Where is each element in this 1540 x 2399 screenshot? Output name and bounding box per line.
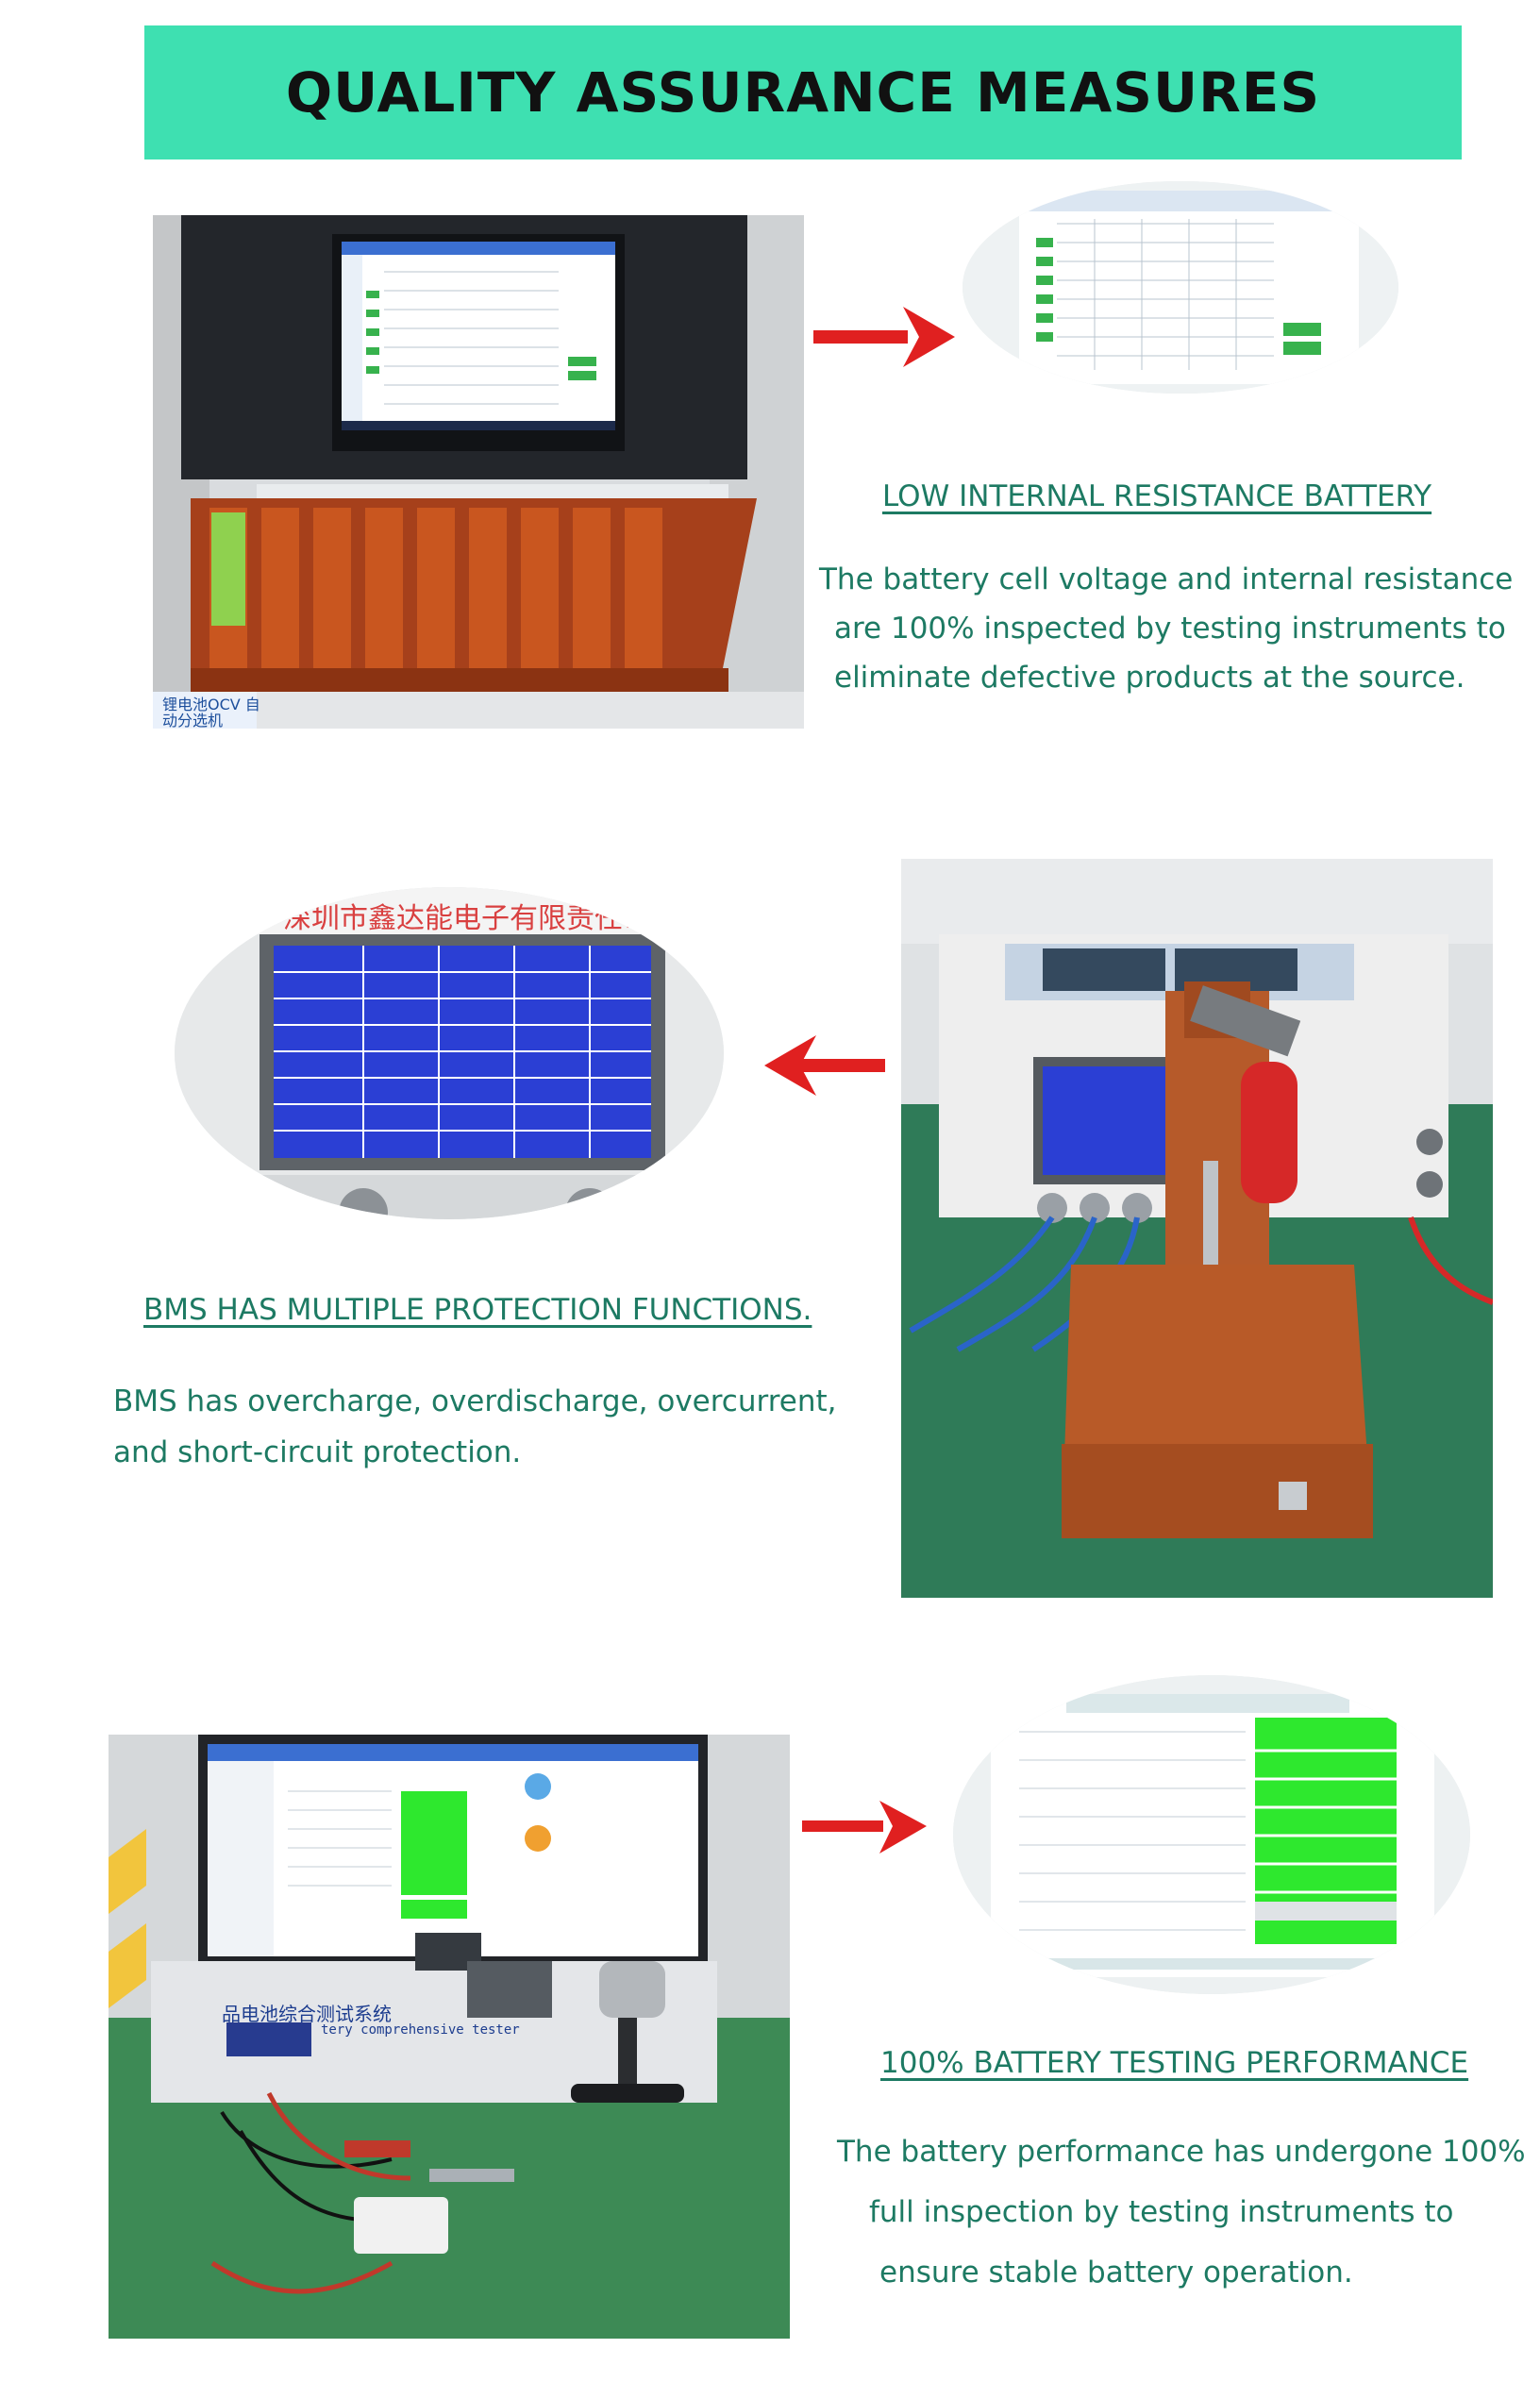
section1-line-2: are 100% inspected by testing instrument…: [834, 612, 1506, 646]
section3-line-1: The battery performance has undergone 10…: [837, 2135, 1526, 2169]
arrow-right-icon: [813, 302, 955, 372]
arrow-right-icon: [802, 1798, 927, 1856]
section1-description: The battery cell voltage and internal re…: [819, 555, 1513, 702]
machine-label: 锂电池OCV 自动分选机: [162, 696, 260, 729]
section1-line-1: The battery cell voltage and internal re…: [819, 562, 1514, 596]
section2-line-1: BMS has overcharge, overdischarge, overc…: [113, 1384, 837, 1418]
section2-heading: BMS HAS MULTIPLE PROTECTION FUNCTIONS.: [143, 1293, 812, 1327]
tester-label: 品电池综合测试系统: [222, 2003, 392, 2025]
battery-comprehensive-tester-photo: 品电池综合测试系统 tery comprehensive tester: [109, 1735, 790, 2339]
bms-manufacturer-label: 深圳市鑫达能电子有限责任公司: [283, 902, 679, 935]
resistance-test-screen-zoom: [962, 181, 1398, 394]
section2-description: BMS has overcharge, overdischarge, overc…: [113, 1376, 837, 1478]
section3-line-3: ensure stable battery operation.: [879, 2256, 1353, 2290]
page-title: QUALITY ASSURANCE MEASURES: [285, 60, 1321, 125]
section3-line-2: full inspection by testing instruments t…: [869, 2195, 1454, 2229]
bms-tester-screen-zoom: 深圳市鑫达能电子有限责任公司: [175, 887, 724, 1219]
arrow-left-icon: [764, 1032, 885, 1099]
section3-heading: 100% BATTERY TESTING PERFORMANCE: [880, 2046, 1469, 2080]
section3-description: The battery performance has undergone 10…: [837, 2122, 1526, 2303]
section1-line-3: eliminate defective products at the sour…: [834, 661, 1465, 695]
title-banner: QUALITY ASSURANCE MEASURES: [144, 25, 1462, 159]
bms-protection-tester-photo: [901, 859, 1493, 1598]
ocv-sorting-machine-photo: 锂电池OCV 自动分选机: [153, 215, 804, 729]
section1-heading: LOW INTERNAL RESISTANCE BATTERY: [882, 479, 1432, 513]
tester-sublabel: tery comprehensive tester: [321, 2022, 520, 2038]
section2-line-2: and short-circuit protection.: [113, 1435, 522, 1469]
test-results-screen-zoom: [953, 1675, 1470, 1994]
